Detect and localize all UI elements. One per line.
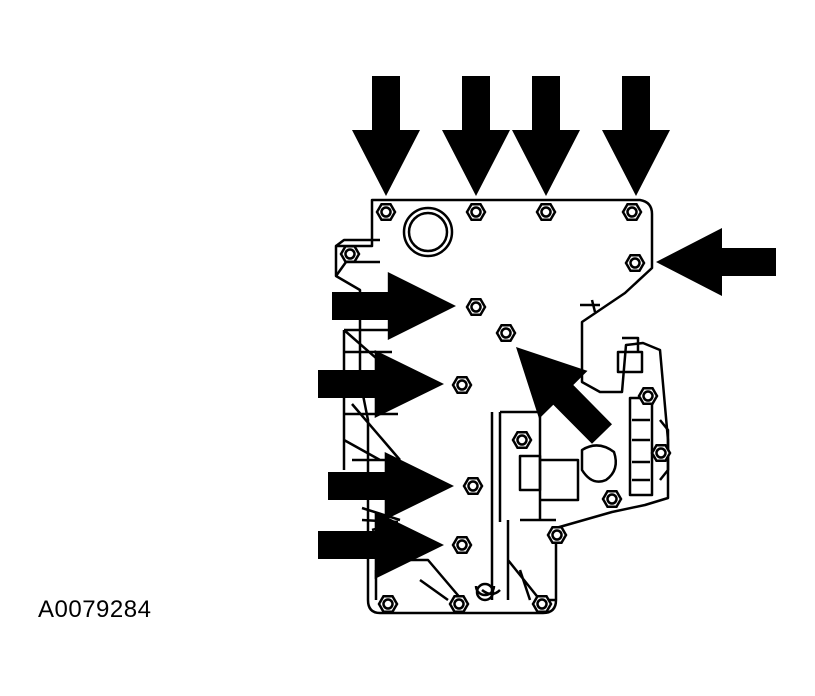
reference-code: A0079284 [38,596,152,623]
bolt-center-12 [606,493,618,505]
arrow-left-3 [328,452,454,520]
arrow-diagonal [516,347,612,444]
bolt-center-15 [642,390,654,402]
bolt-center-16 [655,447,667,459]
left-webbing [342,328,401,470]
arrow-left-4 [318,511,444,579]
bolt-center-17 [382,598,394,610]
bolt-center-4 [626,206,638,218]
bolt-center-14 [551,529,563,541]
arrow-right [656,228,776,296]
bolt-center-11 [467,480,479,492]
bolt-center-7 [470,301,482,313]
round-port [402,206,454,258]
bolt-center-19 [536,598,548,610]
arrow-top-3 [512,76,580,196]
bolt-center-1 [380,206,392,218]
arrow-top-4 [602,76,670,196]
bolt-center-9 [456,379,468,391]
arrow-top-2 [442,76,510,196]
bolt-center-2 [470,206,482,218]
bolt-center-8 [500,327,512,339]
side-housing [628,396,670,497]
bolt-center-13 [456,539,468,551]
solenoid-body [518,444,617,502]
arrow-left-2 [318,350,444,418]
arrow-top-1 [352,76,420,196]
bolt-center-3 [540,206,552,218]
bolt-center-5 [344,248,356,260]
bolt-center-10 [516,434,528,446]
bolt-center-18 [453,598,465,610]
arrow-left-1 [332,272,456,340]
bolt-center-6 [629,257,641,269]
